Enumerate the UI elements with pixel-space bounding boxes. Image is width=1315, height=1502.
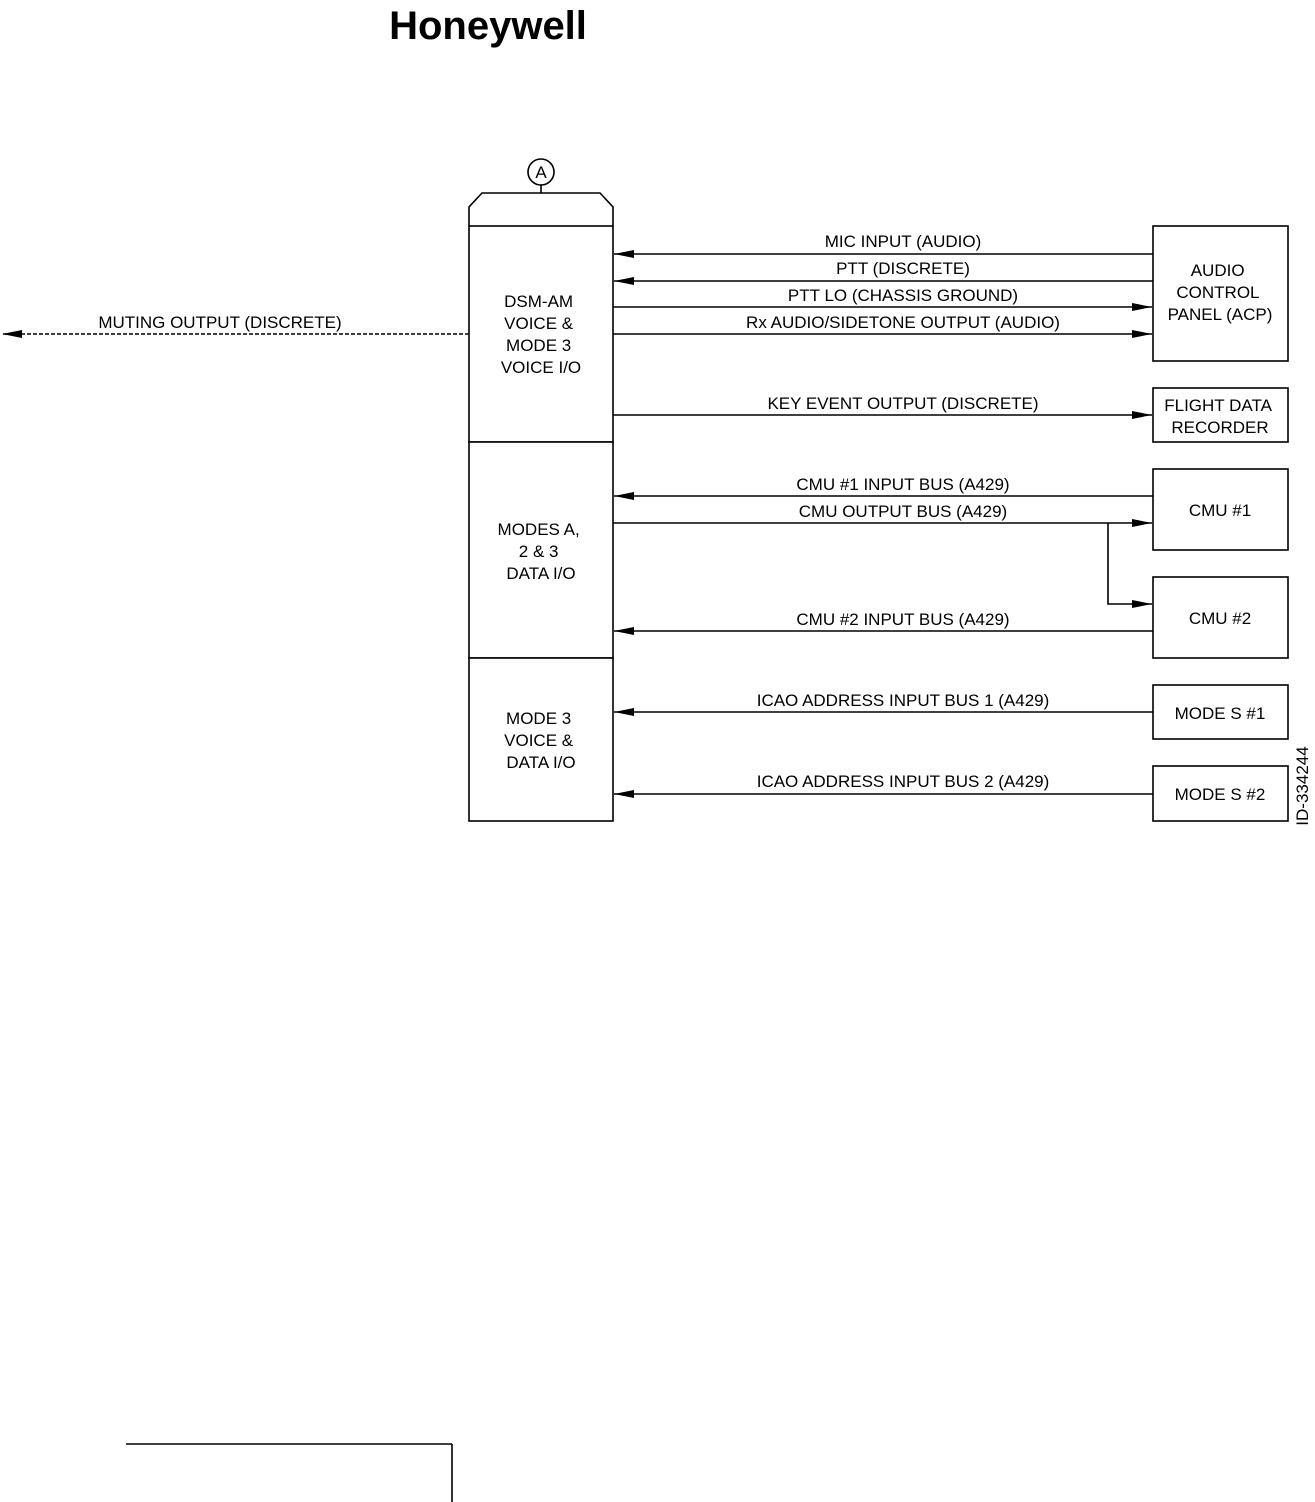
block-modes-data-label: MODES A, 2 & 3 DATA I/O [498, 520, 585, 583]
signal-rx-audio-label: Rx AUDIO/SIDETONE OUTPUT (AUDIO) [746, 313, 1060, 332]
signal-ptt-lo-label: PTT LO (CHASSIS GROUND) [788, 286, 1018, 305]
device-mode-s1-label: MODE S #1 [1175, 704, 1266, 723]
device-cmu1-label: CMU #1 [1189, 501, 1251, 520]
signal-icao2: ICAO ADDRESS INPUT BUS 2 (A429) [614, 772, 1153, 798]
signal-ptt: PTT (DISCRETE) [614, 259, 1153, 285]
signal-cmu-output: CMU OUTPUT BUS (A429) [613, 502, 1152, 608]
block-mode3-voice-data-label: MODE 3 VOICE & DATA I/O [504, 709, 578, 772]
signal-icao2-label: ICAO ADDRESS INPUT BUS 2 (A429) [757, 772, 1050, 791]
device-mode-s2-label: MODE S #2 [1175, 785, 1266, 804]
device-fdr: FLIGHT DATA RECORDER [1152, 387, 1289, 443]
signal-icao1: ICAO ADDRESS INPUT BUS 1 (A429) [614, 691, 1153, 716]
signal-icao1-label: ICAO ADDRESS INPUT BUS 1 (A429) [757, 691, 1050, 710]
device-mode-s2: MODE S #2 [1152, 765, 1289, 822]
block-modes-data [468, 441, 614, 659]
signal-ptt-label: PTT (DISCRETE) [836, 259, 970, 278]
page-footer-border [126, 1443, 453, 1502]
signal-key-event: KEY EVENT OUTPUT (DISCRETE) [613, 394, 1152, 419]
device-acp-label: AUDIO CONTROL PANEL (ACP) [1168, 261, 1273, 324]
signal-cmu2-input-label: CMU #2 INPUT BUS (A429) [796, 610, 1009, 629]
device-cmu2: CMU #2 [1152, 576, 1289, 659]
signal-muting-output: MUTING OUTPUT (DISCRETE) [2, 313, 469, 338]
block-dsm-am-voice [468, 225, 614, 443]
signal-rx-audio: Rx AUDIO/SIDETONE OUTPUT (AUDIO) [613, 313, 1152, 338]
signal-muting-output-label: MUTING OUTPUT (DISCRETE) [98, 313, 341, 332]
device-mode-s1: MODE S #1 [1152, 684, 1289, 740]
signal-mic-input: MIC INPUT (AUDIO) [614, 232, 1153, 258]
reference-marker-label: A [535, 163, 547, 182]
signal-mic-input-label: MIC INPUT (AUDIO) [825, 232, 981, 251]
reference-marker: A [527, 158, 555, 193]
signal-cmu-output-label: CMU OUTPUT BUS (A429) [799, 502, 1007, 521]
device-fdr-label: FLIGHT DATA RECORDER [1164, 396, 1275, 437]
device-cmu1: CMU #1 [1152, 468, 1289, 551]
honeywell-logo: Honeywell [389, 4, 587, 48]
figure-id: ID-334244 [1293, 746, 1312, 825]
signal-cmu1-input: CMU #1 INPUT BUS (A429) [614, 475, 1153, 500]
signal-ptt-lo: PTT LO (CHASSIS GROUND) [613, 286, 1152, 311]
signal-cmu2-input: CMU #2 INPUT BUS (A429) [614, 610, 1153, 635]
block-dsm-am-voice-label: DSM-AM VOICE & MODE 3 VOICE I/O [501, 292, 581, 377]
central-unit: DSM-AM VOICE & MODE 3 VOICE I/O MODES A,… [468, 192, 614, 822]
signal-cmu1-input-label: CMU #1 INPUT BUS (A429) [796, 475, 1009, 494]
block-mode3-voice-data [468, 657, 614, 822]
device-acp: AUDIO CONTROL PANEL (ACP) [1152, 225, 1289, 362]
device-cmu2-label: CMU #2 [1189, 609, 1251, 628]
signal-key-event-label: KEY EVENT OUTPUT (DISCRETE) [767, 394, 1038, 413]
